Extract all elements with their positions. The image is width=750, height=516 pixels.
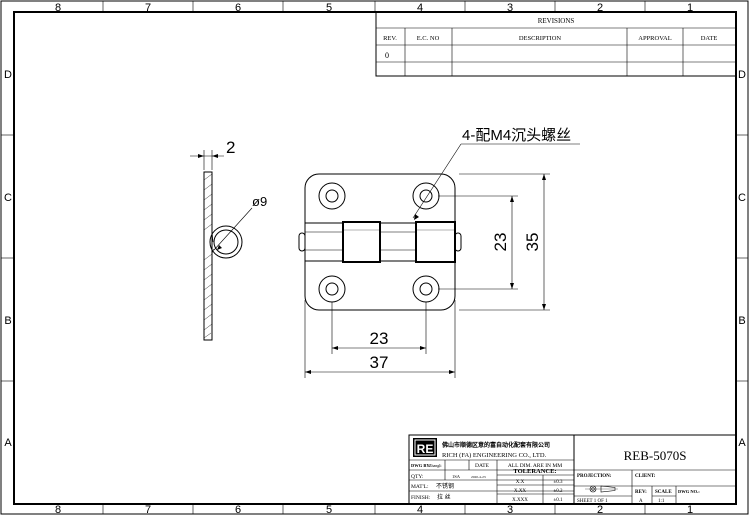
qty-label: QTY: <box>411 474 424 480</box>
countersunk-hole <box>412 182 440 210</box>
hole-callout-label: 4-配M4沉头螺丝 <box>462 127 571 144</box>
date-label: DATE <box>475 463 490 469</box>
hole-callout-leader <box>412 143 580 220</box>
scale-value: 1:1 <box>658 499 665 504</box>
tol-value: ±0.2 <box>554 489 563 494</box>
height-label: 35 <box>523 233 542 252</box>
diameter-leader <box>213 207 253 251</box>
zone-label-left: D <box>4 69 12 81</box>
zone-label-bottom: 7 <box>145 504 151 516</box>
description-header: DESCRIPTION <box>519 35 562 42</box>
logo-text: RE <box>417 442 434 456</box>
company-name-cn: 佛山市顺德区意的富自动化配套有限公司 <box>441 441 550 449</box>
all-dim-note: ALL DIM. ARE IN MM <box>508 463 562 469</box>
material-label: MAT'L: <box>411 484 429 490</box>
rev-header: REV. <box>383 35 397 42</box>
vertical-dimensions <box>438 173 550 311</box>
dwg-by-value: Zhangli <box>429 463 442 468</box>
zone-label-top: 1 <box>687 2 693 14</box>
rev-value: A <box>639 499 643 504</box>
projection-label: PROJECTION: <box>577 474 612 479</box>
company-name-en: RICH (FA) ENGINEERING CO., LTD. <box>442 452 547 459</box>
inner-frame <box>13 11 737 505</box>
ec-no-header: E.C. NO <box>417 35 440 42</box>
finish-label: FINISH: <box>411 495 431 501</box>
hole-spacing-h-label: 23 <box>370 329 389 348</box>
zone-label-bottom: 2 <box>597 504 603 516</box>
tol-value: ±0.1 <box>554 498 563 503</box>
countersunk-hole <box>412 275 440 303</box>
company-logo <box>413 438 437 457</box>
countersunk-hole <box>318 275 346 303</box>
material-value: 不锈钢 <box>436 482 454 490</box>
section-hatching <box>203 173 213 339</box>
zone-label-left: B <box>4 315 11 327</box>
approval-header: APPROVAL <box>638 35 672 42</box>
scale-label: SCALE <box>655 490 672 495</box>
tol-format: X.XX <box>514 489 526 494</box>
tol-format: X.XXX <box>512 498 528 503</box>
date-value: 2020-4-23 <box>471 475 486 479</box>
zone-label-right: B <box>738 315 745 327</box>
zone-label-top: 7 <box>145 2 151 14</box>
diameter-label: ø9 <box>252 194 267 209</box>
dwg-no-label: DWG NO.: <box>678 489 700 494</box>
zone-label-left: A <box>4 437 12 449</box>
zone-label-bottom: 5 <box>326 504 332 516</box>
zone-label-bottom: 8 <box>55 504 61 516</box>
hinge-front-view <box>298 173 462 311</box>
zone-label-top: 2 <box>597 2 603 14</box>
thickness-label: 2 <box>226 138 235 157</box>
zone-label-top: 6 <box>235 2 241 14</box>
zone-label-right: C <box>738 192 746 204</box>
zone-label-left: C <box>4 192 12 204</box>
zone-label-bottom: 1 <box>687 504 693 516</box>
hole-spacing-v-label: 23 <box>491 233 510 252</box>
zone-label-top: 3 <box>507 2 513 14</box>
width-label: 37 <box>370 353 389 372</box>
tolerance-label: TOLERANCE: <box>513 468 556 475</box>
rev-value: 0 <box>385 51 389 60</box>
client-label: CLIENT: <box>635 474 656 479</box>
zone-label-bottom: 6 <box>235 504 241 516</box>
tol-value: ±0.3 <box>554 480 563 485</box>
projection-symbol-icon <box>585 485 618 493</box>
countersunk-hole <box>318 182 346 210</box>
zone-label-top: 5 <box>326 2 332 14</box>
zone-label-right: D <box>738 69 746 81</box>
rev-label: REV: <box>635 490 647 495</box>
hinge-side-view <box>203 171 243 341</box>
revisions-title: REVISIONS <box>538 17 575 25</box>
part-number: REB-5070S <box>624 448 687 463</box>
zone-label-bottom: 4 <box>417 504 423 516</box>
zone-label-right: A <box>738 437 746 449</box>
qty-value: 1SA <box>452 474 461 479</box>
finish-value: 拉 丝 <box>437 493 451 501</box>
zone-label-top: 4 <box>417 2 423 14</box>
date-header: DATE <box>701 35 718 42</box>
revisions-table: REVISIONS REV. E.C. NO DESCRIPTION APPRO… <box>375 11 737 77</box>
tol-format: X.X <box>516 480 525 485</box>
horizontal-dimensions <box>304 300 456 378</box>
zone-label-bottom: 3 <box>507 504 513 516</box>
zone-label-top: 8 <box>55 2 61 14</box>
sheet-info: SHEET 1 OF 1 <box>577 499 608 504</box>
dwg-by-label: DWG BY: <box>411 463 431 468</box>
thickness-dimension <box>190 150 224 170</box>
